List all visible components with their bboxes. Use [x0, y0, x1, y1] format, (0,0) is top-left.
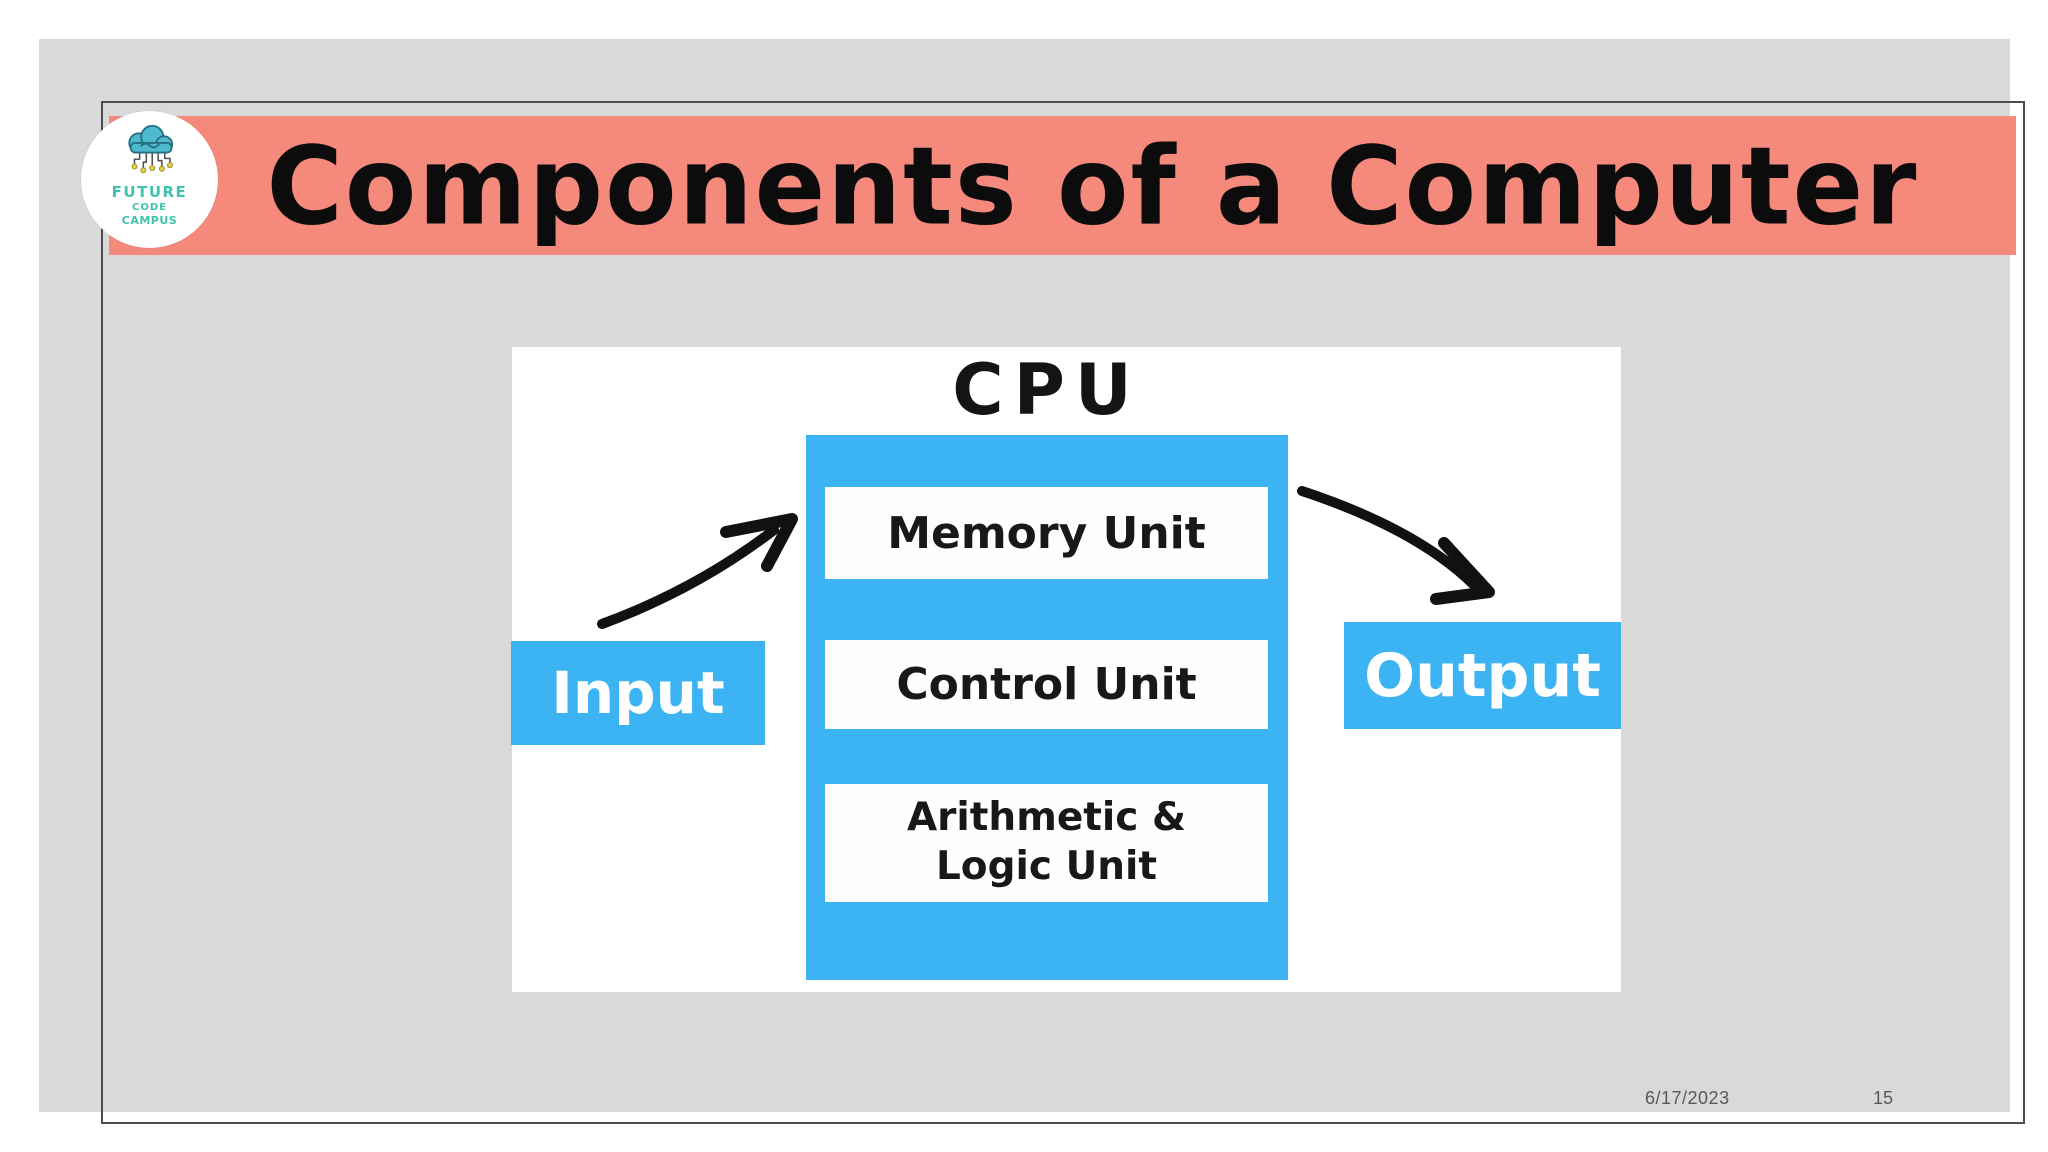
- control-unit-label: Control Unit: [896, 659, 1197, 710]
- arithmetic-logic-unit-box: Arithmetic & Logic Unit: [825, 784, 1268, 902]
- alu-label-line2: Logic Unit: [935, 844, 1158, 889]
- output-box: Output: [1344, 622, 1621, 729]
- footer-page-number: 15: [1873, 1088, 1894, 1108]
- footer-date: 6/17/2023: [1645, 1088, 1730, 1108]
- cpu-block: Memory Unit Control Unit Arithmetic & Lo…: [806, 435, 1288, 980]
- cpu-to-output-arrow: [1297, 486, 1479, 590]
- slide-frame-border: [101, 101, 2025, 1124]
- logo-text-campus: CAMPUS: [121, 214, 178, 227]
- diagram-panel: CPU Memory Unit Control Unit Arithmetic …: [511, 347, 1621, 992]
- cloud-circuit-icon: [127, 125, 173, 174]
- logo-badge: FUTURE CODE CAMPUS: [81, 111, 218, 248]
- input-label: Input: [551, 659, 725, 727]
- cpu-to-output-arrowhead: [1430, 537, 1495, 605]
- slide-canvas: Components of a Computer: [39, 39, 2025, 1124]
- flow-arrows: [597, 486, 1495, 629]
- input-to-cpu-arrow: [597, 525, 779, 629]
- memory-unit-box: Memory Unit: [825, 487, 1268, 579]
- control-unit-box: Control Unit: [825, 640, 1268, 729]
- input-box: Input: [511, 641, 765, 745]
- output-label: Output: [1364, 640, 1601, 711]
- cpu-label: CPU: [952, 349, 1142, 431]
- title-banner: Components of a Computer: [109, 116, 2016, 255]
- memory-unit-label: Memory Unit: [887, 507, 1206, 559]
- logo-text-code: CODE: [132, 202, 167, 213]
- input-to-cpu-arrowhead: [720, 513, 798, 572]
- logo-text-future: FUTURE: [111, 183, 188, 201]
- alu-label-line1: Arithmetic &: [907, 795, 1186, 841]
- slide-title: Components of a Computer: [266, 122, 1919, 249]
